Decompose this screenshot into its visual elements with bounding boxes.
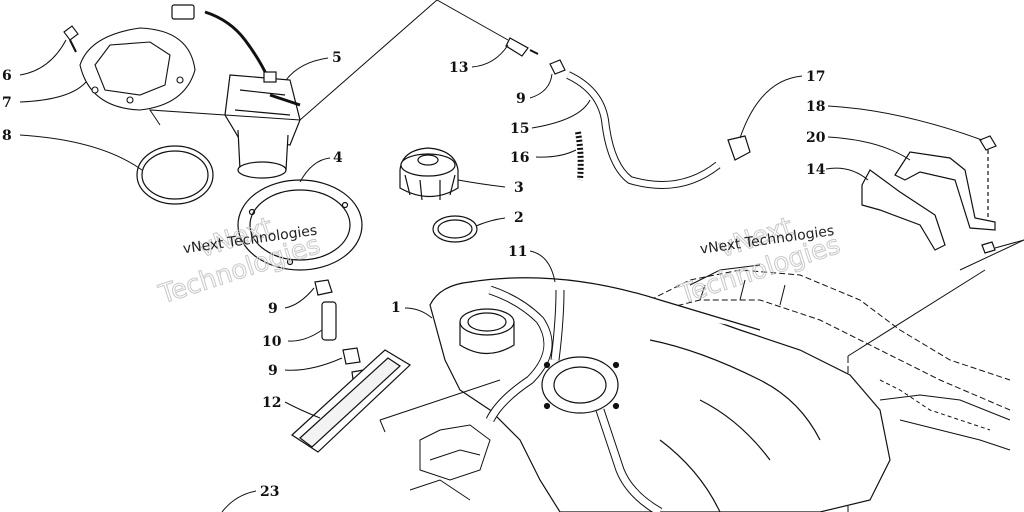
fuel-cap [399, 147, 459, 201]
callout-20: 20 [806, 130, 826, 146]
callout-7: 7 [2, 95, 12, 111]
leader-lines [19, 0, 1024, 512]
retaining-ring [237, 179, 363, 271]
filter-element [291, 349, 411, 453]
callout-9: 9 [268, 301, 278, 317]
callout-15: 15 [510, 121, 529, 137]
callout-labels: 6 7 8 5 4 9 10 9 12 1 13 9 15 16 3 2 11 … [2, 50, 826, 500]
callout-4: 4 [333, 150, 343, 166]
callout-12: 12 [262, 395, 281, 411]
fuel-pump [171, 4, 301, 179]
fitting-parts [314, 279, 367, 388]
callout-9-hose: 9 [516, 91, 526, 107]
callout-23: 23 [260, 484, 279, 500]
callout-6: 6 [2, 68, 12, 84]
callout-13: 13 [449, 60, 468, 76]
cap-gasket [432, 215, 478, 243]
callout-11: 11 [508, 244, 527, 260]
callout-18: 18 [806, 99, 825, 115]
callout-17: 17 [806, 69, 825, 85]
tank-brackets [861, 135, 997, 254]
callout-2: 2 [514, 210, 524, 226]
watermark-right: vNext Technologies vNext Technologies [674, 212, 844, 311]
fuel-tank [429, 277, 891, 512]
o-ring [136, 145, 214, 205]
vent-hoses [505, 37, 751, 189]
callout-8: 8 [2, 128, 12, 144]
callout-9-lower: 9 [268, 363, 278, 379]
callout-1: 1 [391, 300, 401, 316]
callout-3: 3 [514, 180, 524, 196]
callout-16: 16 [510, 150, 529, 166]
watermark-left: vNext Technologies vNext Technologies [154, 212, 324, 311]
callout-10: 10 [262, 334, 282, 350]
callout-14: 14 [806, 162, 826, 178]
pump-plate [63, 25, 196, 111]
callout-5: 5 [332, 50, 342, 66]
